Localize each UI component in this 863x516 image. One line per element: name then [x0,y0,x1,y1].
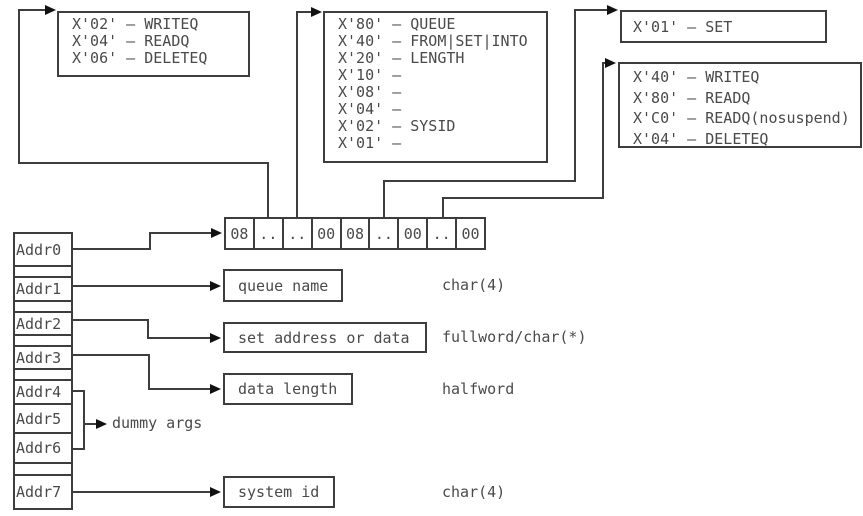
byte-cell: 00 [310,219,340,248]
queue-name-box: queue name [223,269,343,302]
byte-cell: 00 [397,219,426,248]
legend-line: X'04' — DELETEQ [633,129,769,148]
legend-line: X'40' — FROM|SET|INTO [338,32,528,50]
type-label-queue-name: char(4) [442,276,506,294]
connector-byte1-to-opcode-legend [18,5,269,217]
addr-row: Addr2 [15,311,71,336]
type-label-system-id: char(4) [442,483,506,501]
connector-addr2-to-set-address [73,319,221,343]
byte-cell: .. [426,219,455,248]
dummy-args-label: dummy args [112,414,203,432]
connector-byte5-to-set-legend [383,5,618,217]
param-label: data length [238,380,338,398]
arg0-flags-legend-box: X'80' — QUEUE X'40' — FROM|SET|INTO X'20… [323,11,548,163]
legend-line: X'01' — SET [633,17,733,36]
param-label: queue name [238,276,329,295]
bracket-dummy-args [73,390,85,450]
addr-row: Addr0 [15,232,71,267]
byte-cell: 00 [455,219,484,248]
addr-row: Addr1 [15,276,71,302]
connector-addr0-to-byte-array [73,228,222,250]
set-address-box: set address or data [223,322,427,353]
legend-line: X'02' — WRITEQ [72,15,199,33]
data-length-box: data length [223,373,353,405]
legend-line: X'02' — SYSID [338,117,456,135]
byte-array: 08 .. .. 00 08 .. 00 .. 00 [224,217,486,250]
byte-cell: 08 [339,219,369,248]
system-id-box: system id [223,476,335,508]
legend-line: X'10' — [338,66,402,84]
legend-line: X'C0' — READQ(nosuspend) [633,109,850,127]
param-label: system id [238,483,320,501]
byte-cell: .. [281,219,311,248]
byte-cell: .. [252,219,282,248]
addr-row: Addr6 [15,434,71,464]
legend-line: X'20' — LENGTH [338,49,465,67]
legend-line: X'06' — DELETEQ [72,49,208,67]
legend-line: X'80' — QUEUE [338,15,456,33]
addr-row: Addr3 [15,345,71,370]
opcode-legend-box: X'02' — WRITEQ X'04' — READQ X'06' — DEL… [57,11,250,77]
type-label-set-address: fullword/char(*) [442,328,587,346]
addr-row: Addr5 [15,405,71,434]
legend-line: X'40' — WRITEQ [633,68,760,86]
byte-cell: .. [368,219,397,248]
legend-line: X'04' — [338,100,402,118]
legend-line: X'80' — READQ [633,88,751,107]
addr-row: Addr7 [15,474,71,510]
legend-line: X'01' — [338,134,402,152]
legend-line: X'04' — READQ [72,32,190,50]
connector-addr3-to-data-length [73,354,221,394]
legend-line: X'08' — [338,83,402,101]
type-label-data-length: halfword [442,380,515,398]
connector-byte7-to-arg7-flags-legend [442,58,616,217]
param-label: set address or data [238,328,410,347]
byte-cell: 08 [230,224,249,243]
arg7-flags-legend-box: X'40' — WRITEQ X'80' — READQ X'C0' — REA… [618,62,862,148]
set-flag-legend-box: X'01' — SET [620,10,827,43]
connector-byte2-to-arg0-flags-legend [296,7,322,217]
addr-row: Addr4 [15,379,71,405]
addr-list: Addr0 Addr1 Addr2 Addr3 Addr4 Addr5 Addr… [13,232,73,510]
